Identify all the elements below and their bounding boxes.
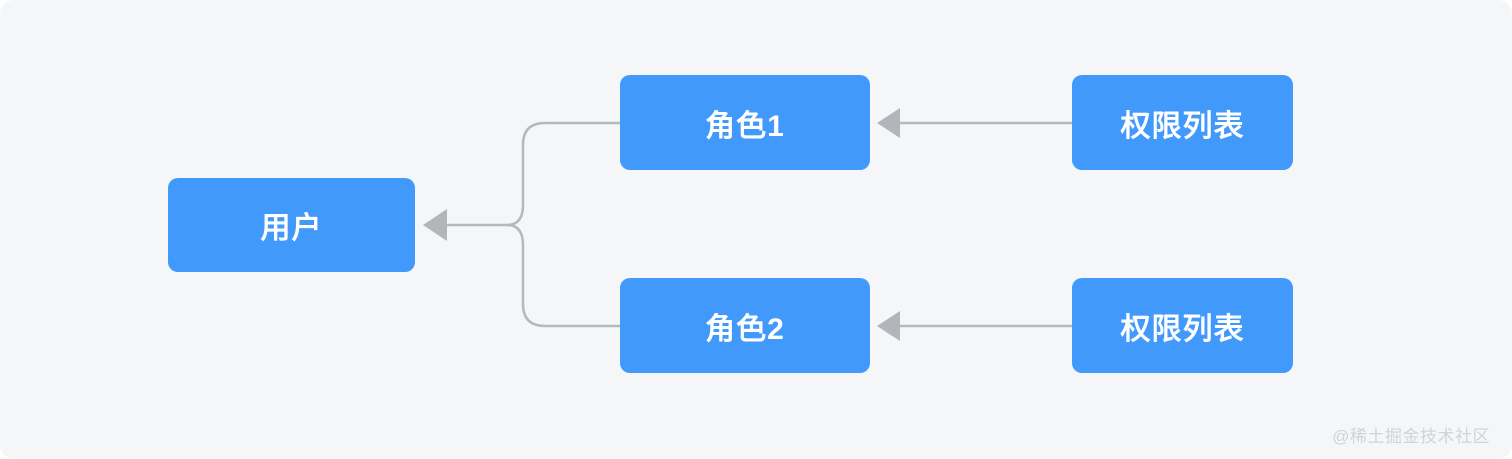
arrowhead-into-role2 xyxy=(877,311,900,341)
arrowhead-into-role1 xyxy=(877,108,900,138)
node-permission-list-2-label: 权限列表 xyxy=(1120,312,1245,346)
node-user: 用户 xyxy=(168,178,415,272)
node-user-label: 用户 xyxy=(260,212,323,245)
edge-role2-to-user xyxy=(506,223,620,328)
node-permission-list-1: 权限列表 xyxy=(1072,75,1293,170)
watermark: @稀土掘金技术社区 xyxy=(1332,427,1490,446)
node-role2: 角色2 xyxy=(620,278,870,373)
edge-role1-to-user xyxy=(506,121,620,227)
node-permission-list-1-label: 权限列表 xyxy=(1120,109,1245,143)
node-role1-label: 角色1 xyxy=(705,109,785,143)
node-permission-list-2: 权限列表 xyxy=(1072,278,1293,373)
arrowhead-into-user xyxy=(423,209,447,241)
node-role1: 角色1 xyxy=(620,75,870,170)
node-role2-label: 角色2 xyxy=(705,312,785,346)
